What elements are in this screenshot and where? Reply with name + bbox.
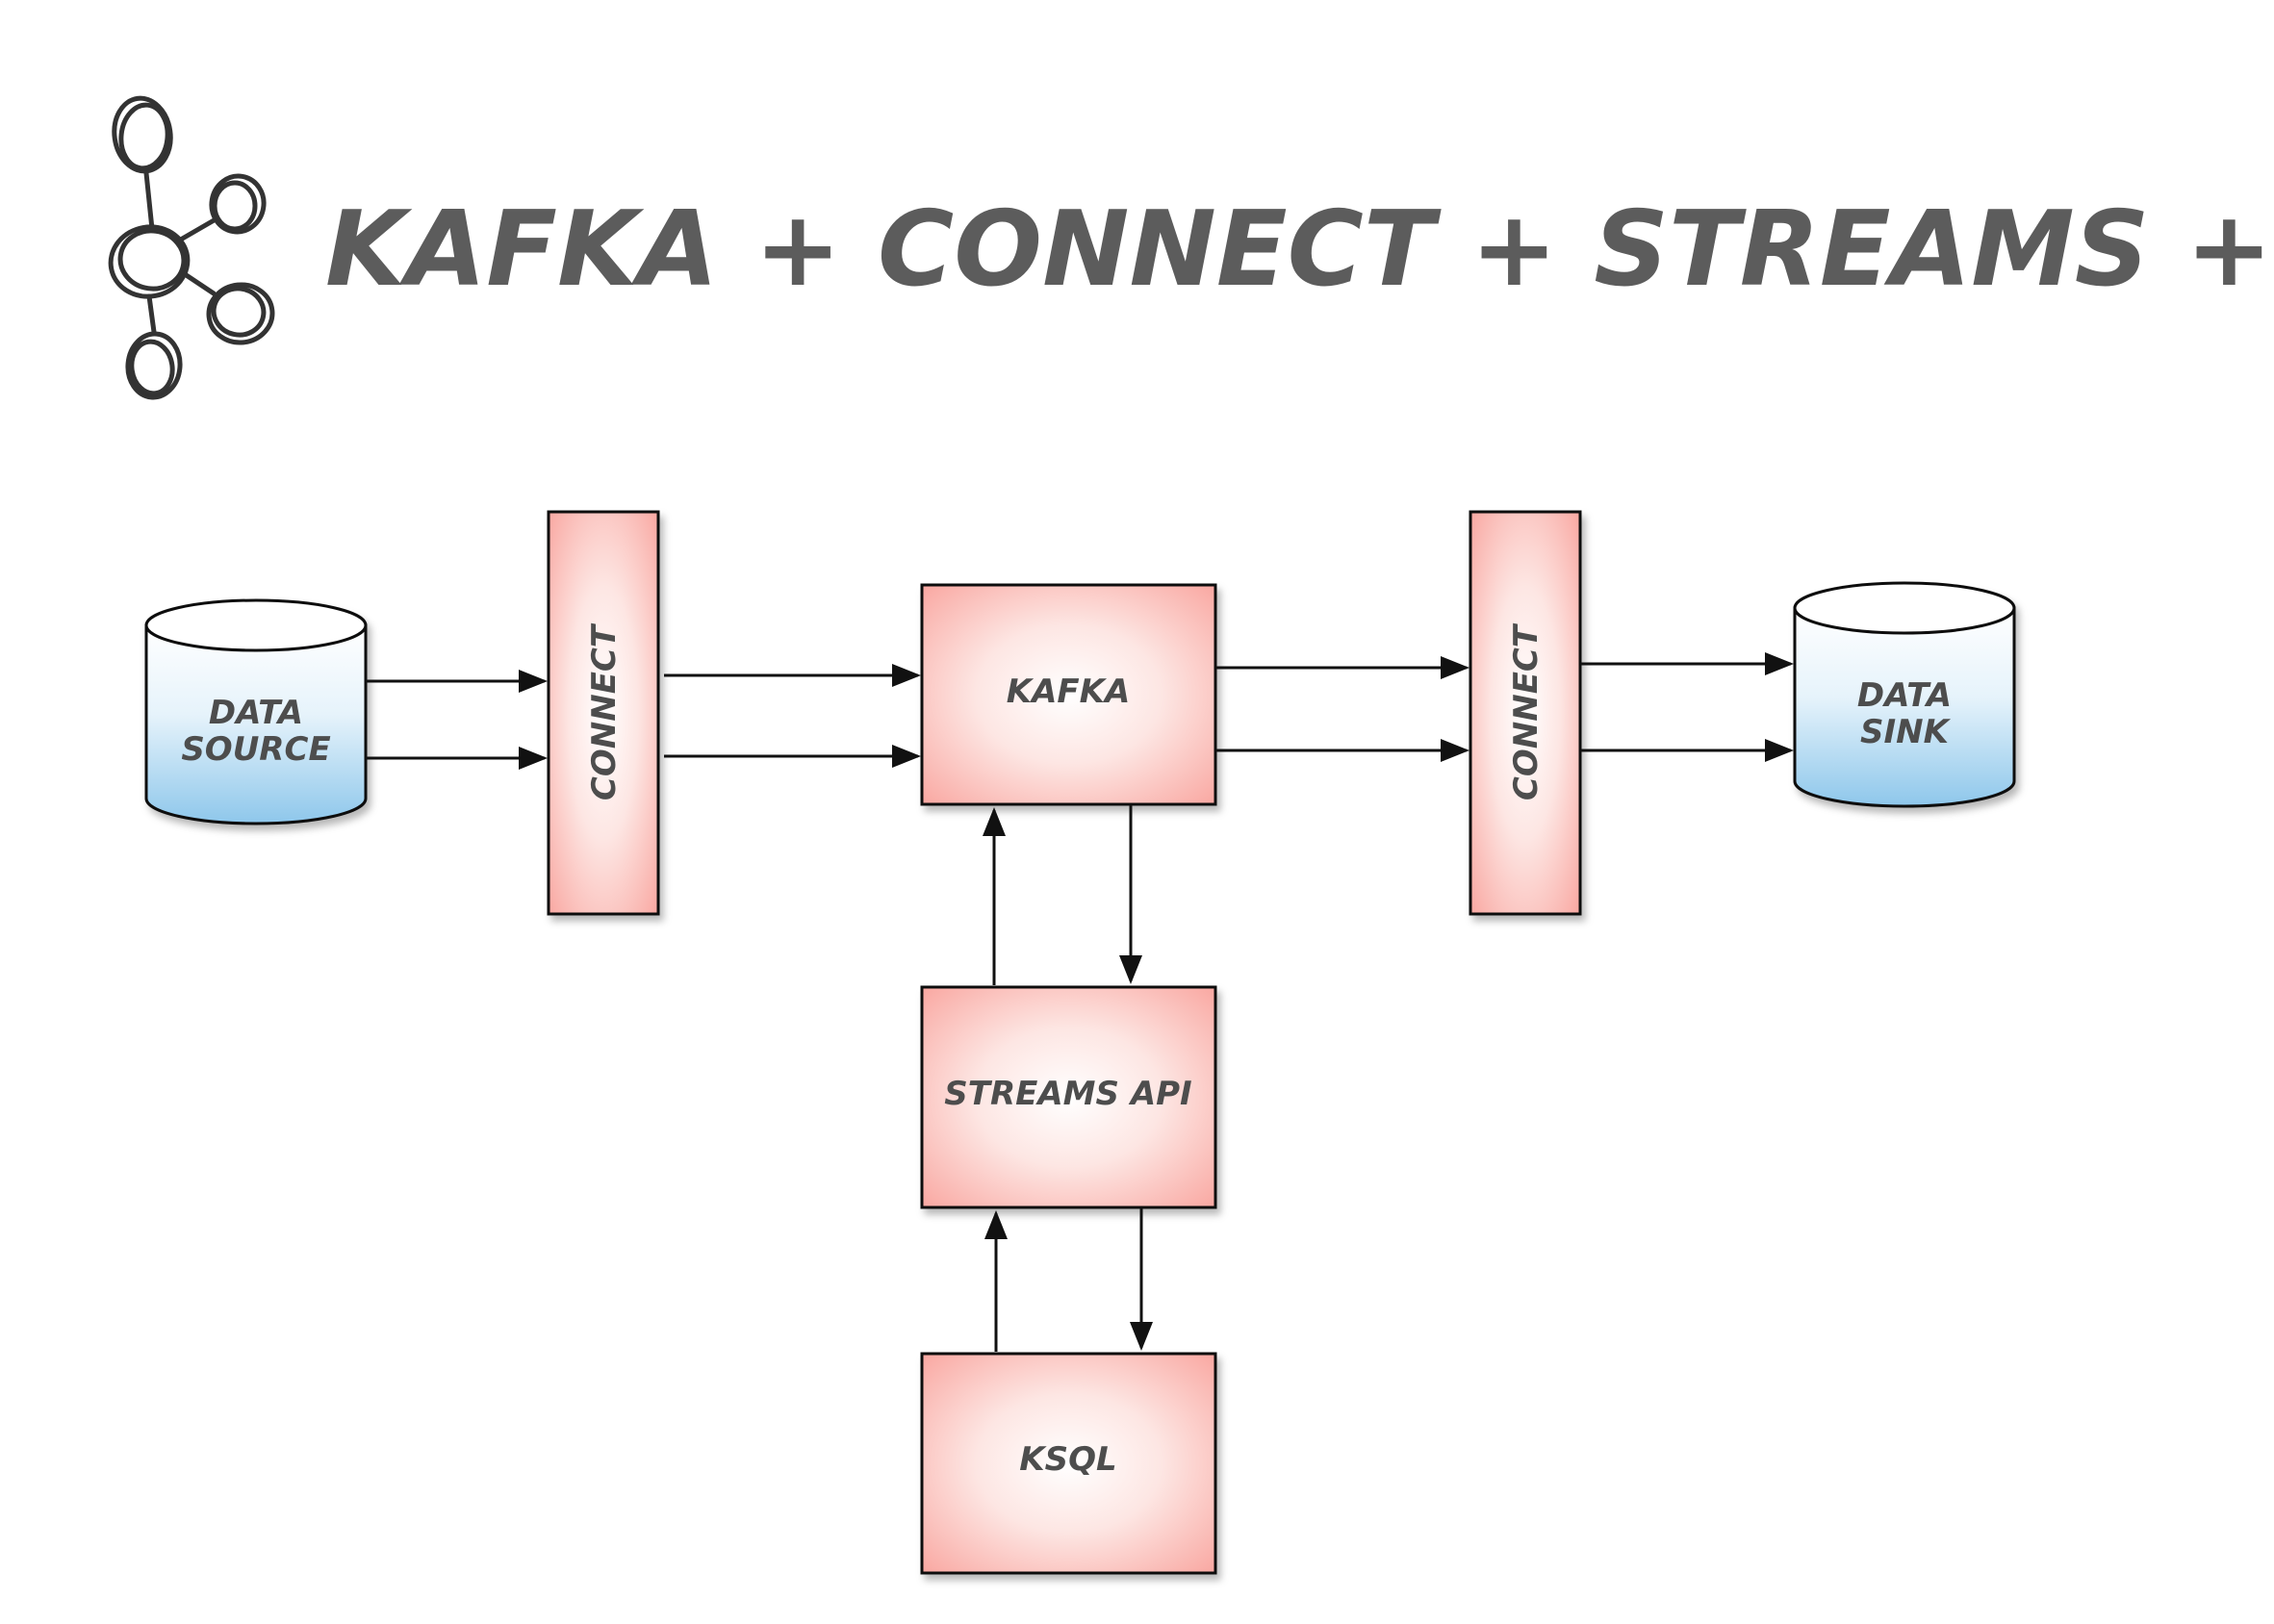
- data-sink-label-line1: DATA: [1857, 676, 1952, 715]
- kafka-box: [920, 583, 1217, 806]
- data-source-cylinder: [144, 598, 368, 825]
- streams-api-box: [920, 985, 1217, 1209]
- connect-left-box: [547, 510, 660, 916]
- connect-right-label: CONNECT: [1507, 622, 1546, 800]
- data-sink-cylinder: [1793, 581, 2016, 808]
- data-source-label-line1: DATA: [209, 694, 303, 732]
- connect-left-label: CONNECT: [585, 622, 624, 800]
- streams-api-label: STREAMS API: [944, 1075, 1191, 1113]
- data-sink-label-line2: SINK: [1860, 713, 1952, 751]
- ksql-box: [920, 1352, 1217, 1575]
- page-title: KAFKA + CONNECT + STREAMS + KSQL: [325, 190, 2274, 310]
- kafka-logo-icon: [108, 95, 275, 400]
- connect-right-box: [1469, 510, 1582, 916]
- ksql-label: KSQL: [1019, 1440, 1116, 1479]
- kafka-label: KAFKA: [1007, 672, 1131, 711]
- data-source-label-line2: SOURCE: [181, 730, 330, 769]
